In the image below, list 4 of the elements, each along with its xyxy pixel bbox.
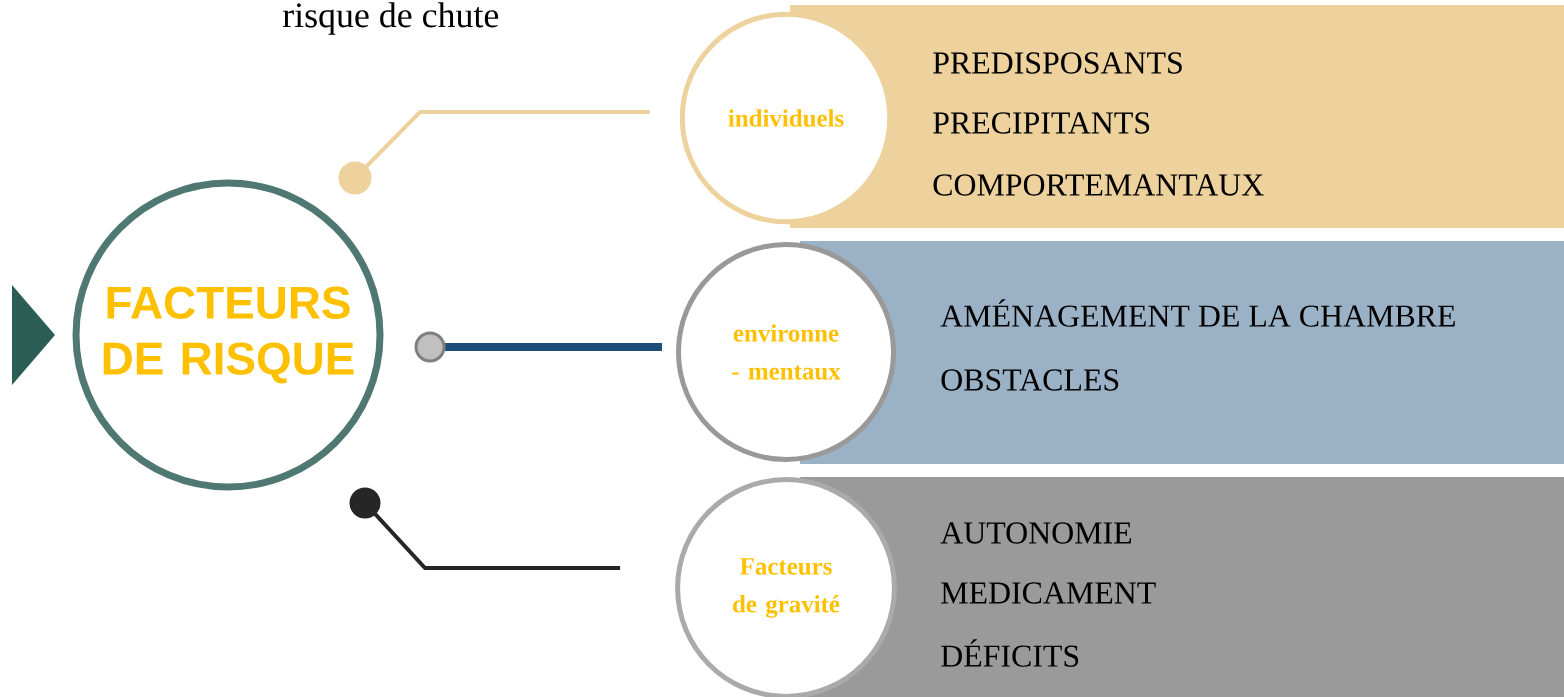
connector (349, 487, 621, 570)
triangle-marker (12, 285, 55, 385)
title: risque de chute (282, 2, 499, 35)
connector (338, 110, 650, 195)
